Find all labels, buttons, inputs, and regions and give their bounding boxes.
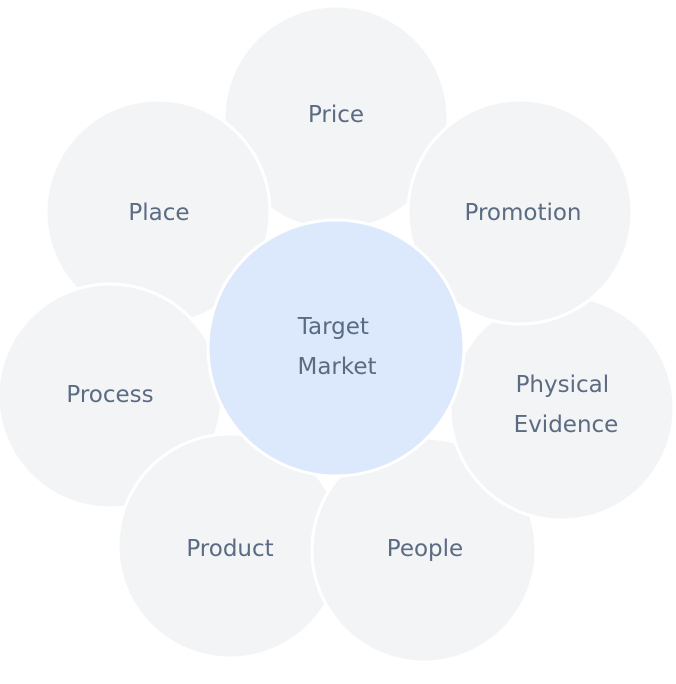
petal-circle-physical-evidence [448,294,676,522]
petal-label-line: Price [308,102,364,128]
center-label-line: Market [297,354,376,380]
petal-label-line: Product [186,536,273,562]
center-label-target-market: Target Market [297,314,377,380]
petal-label-line: People [387,536,463,562]
petal-label-line: Physical [516,372,610,398]
petal-label-place: Place [128,200,189,226]
petal-label-promotion: Promotion [464,200,581,226]
petal-label-line: Promotion [464,200,581,226]
center-circle-target-market [206,218,466,478]
petal-label-line: Process [66,382,153,408]
petal-label-product: Product [186,536,273,562]
petal-label-physical-evidence: Physical Evidence [514,372,619,438]
petal-label-line: Evidence [514,412,619,438]
petal-label-process: Process [66,382,153,408]
petal-label-price: Price [308,102,364,128]
petal-label-line: Place [128,200,189,226]
petal-circle-promotion [406,98,634,326]
center-label-line: Target [297,314,369,340]
petal-label-people: People [387,536,463,562]
